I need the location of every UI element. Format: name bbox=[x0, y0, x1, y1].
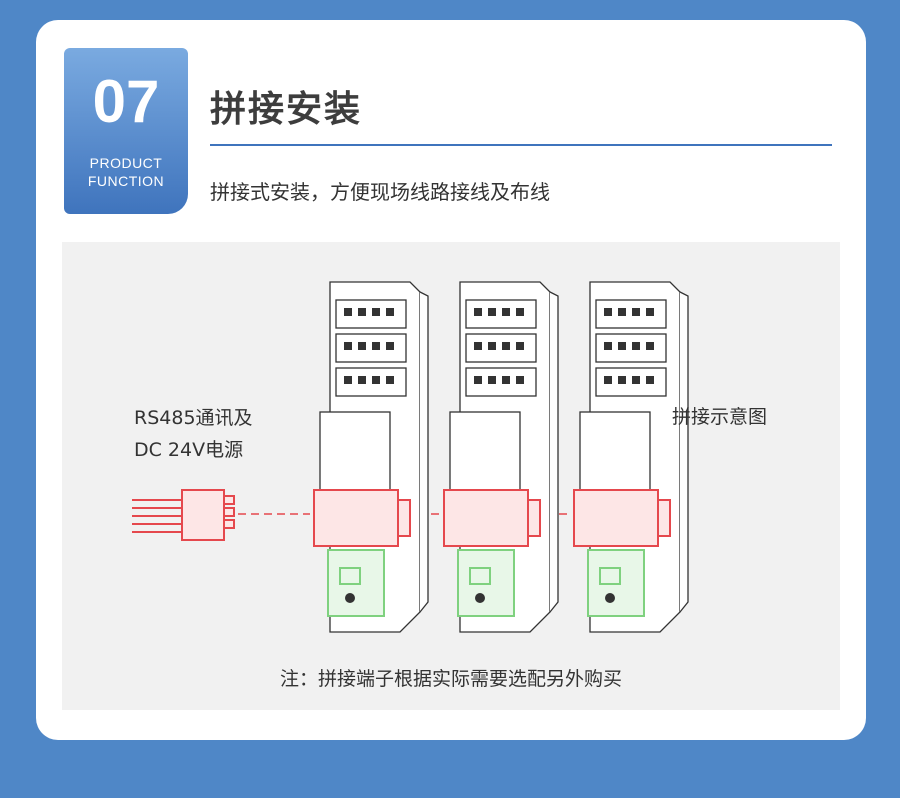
title-divider bbox=[210, 144, 832, 146]
power-comm-label-line1: RS485通讯及 bbox=[134, 407, 253, 429]
section-number: 07 bbox=[92, 68, 160, 135]
module-3 bbox=[573, 281, 689, 633]
splicing-diagram bbox=[132, 281, 689, 633]
diagram-caption: 拼接示意图 bbox=[672, 406, 768, 428]
page-title: 拼接安装 bbox=[210, 89, 363, 130]
module-2 bbox=[443, 281, 559, 633]
section-tag-line2: FUNCTION bbox=[87, 173, 165, 189]
power-comm-label-line2: DC 24V电源 bbox=[134, 439, 244, 461]
section-tag-line1: PRODUCT bbox=[89, 155, 163, 171]
content-card: 07 PRODUCT FUNCTION 拼接安装 拼接式安装，方便现场线路接线及… bbox=[36, 20, 866, 740]
diagram-panel: RS485通讯及 DC 24V电源 拼接示意图 注：拼接端子根据实际需要选配另外… bbox=[62, 242, 840, 710]
section-tag: PRODUCT FUNCTION bbox=[64, 154, 188, 190]
section-badge: 07 PRODUCT FUNCTION bbox=[64, 48, 188, 214]
wire-bundle bbox=[132, 499, 182, 533]
purchase-note: 注：拼接端子根据实际需要选配另外购买 bbox=[279, 668, 622, 690]
page-subtitle: 拼接式安装，方便现场线路接线及布线 bbox=[210, 180, 550, 204]
plug-connector bbox=[181, 489, 235, 541]
power-comm-label: RS485通讯及 DC 24V电源 bbox=[134, 402, 253, 466]
module-1 bbox=[313, 281, 429, 633]
